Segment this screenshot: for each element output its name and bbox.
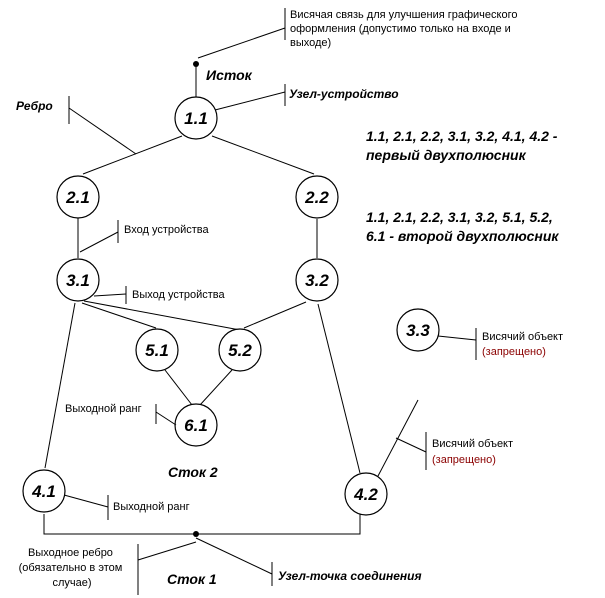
node-label-3.2: 3.2 bbox=[305, 271, 329, 290]
node-3.1: 3.1 bbox=[56, 258, 100, 302]
nodes: 1.1 2.1 2.2 3.1 3.2 3.3 5.1 5.2 bbox=[22, 96, 440, 516]
label-device-input: Вход устройства bbox=[124, 224, 209, 236]
edge-1.1-2.2 bbox=[211, 135, 315, 175]
label-source: Исток bbox=[206, 67, 253, 83]
note-output-edge-line-2: (обязательно в этом bbox=[19, 562, 123, 574]
edge-4.1-4.2-sink1 bbox=[43, 514, 361, 535]
note-dangling-link: Висячая связь для улучшения графического… bbox=[290, 9, 521, 49]
note-output-edge-line-3: случае) bbox=[52, 577, 91, 589]
label-edge: Ребро bbox=[16, 99, 53, 113]
edge-3.1-5.1 bbox=[81, 302, 157, 329]
node-2.1: 2.1 bbox=[56, 175, 100, 219]
node-label-4.1: 4.1 bbox=[31, 482, 56, 501]
sink-junction-point bbox=[193, 531, 199, 537]
note-output-edge-line-1: Выходное ребро bbox=[28, 547, 113, 559]
label-forbidden-2: (запрещено) bbox=[432, 454, 496, 466]
edge-3.1-5.2 bbox=[83, 300, 241, 331]
note-output-edge: Выходное ребро (обязательно в этом случа… bbox=[19, 547, 126, 589]
label-output-rank-2: Выходной ранг bbox=[113, 501, 190, 513]
annotation-leaders bbox=[63, 8, 477, 595]
edges bbox=[43, 64, 419, 535]
node-4.1: 4.1 bbox=[22, 469, 66, 513]
info-second-line-1: 1.1, 2.1, 2.2, 3.1, 3.2, 5.1, 5.2, bbox=[366, 209, 553, 225]
annotations: Висячая связь для улучшения графического… bbox=[16, 9, 563, 589]
note-dangling-link-line-1: Висячая связь для улучшения графического bbox=[290, 9, 517, 21]
edge-5.2-6.1 bbox=[199, 369, 233, 406]
label-junction-node: Узел-точка соединения bbox=[278, 569, 422, 583]
node-label-5.1: 5.1 bbox=[145, 341, 169, 360]
node-label-4.2: 4.2 bbox=[353, 485, 378, 504]
info-first-line-2: первый двухполюсник bbox=[366, 147, 527, 163]
edge-3.1-4.1 bbox=[44, 302, 76, 469]
note-dangling-link-line-2: оформления (допустимо только на входе и bbox=[290, 23, 511, 35]
node-label-3.1: 3.1 bbox=[66, 271, 90, 290]
node-label-1.1: 1.1 bbox=[184, 109, 208, 128]
node-6.1: 6.1 bbox=[174, 403, 218, 447]
node-label-6.1: 6.1 bbox=[184, 416, 208, 435]
node-5.2: 5.2 bbox=[218, 328, 262, 372]
source-junction-point bbox=[193, 61, 199, 67]
label-device-node: Узел-устройство bbox=[289, 87, 399, 101]
node-1.1: 1.1 bbox=[174, 96, 218, 140]
node-label-2.2: 2.2 bbox=[304, 188, 329, 207]
edge-3.2-4.2 bbox=[317, 303, 361, 474]
info-second-line-2: 6.1 - второй двухполюсник bbox=[366, 228, 559, 244]
label-sink-1: Сток 1 bbox=[167, 571, 217, 587]
node-5.1: 5.1 bbox=[135, 328, 179, 372]
node-4.2: 4.2 bbox=[344, 472, 388, 516]
label-device-output: Выход устройства bbox=[132, 289, 226, 301]
note-dangling-link-line-3: выходе) bbox=[290, 37, 331, 49]
label-sink-2: Сток 2 bbox=[168, 464, 218, 480]
label-output-rank-1: Выходной ранг bbox=[65, 403, 142, 415]
edge-dangling-4.2 bbox=[377, 399, 419, 477]
node-label-3.3: 3.3 bbox=[406, 321, 430, 340]
info-first-line-1: 1.1, 2.1, 2.2, 3.1, 3.2, 4.1, 4.2 - bbox=[366, 128, 558, 144]
edge-3.2-5.2 bbox=[243, 301, 307, 329]
edge-5.1-6.1 bbox=[164, 369, 193, 406]
edge-1.1-2.1 bbox=[82, 135, 183, 175]
node-label-5.2: 5.2 bbox=[228, 341, 252, 360]
label-forbidden-1: (запрещено) bbox=[482, 346, 546, 358]
node-label-2.1: 2.1 bbox=[65, 188, 90, 207]
node-3.3: 3.3 bbox=[396, 308, 440, 352]
node-3.2: 3.2 bbox=[295, 258, 339, 302]
label-dangling-object-2: Висячий объект bbox=[432, 438, 513, 450]
label-dangling-object-1: Висячий объект bbox=[482, 331, 563, 343]
node-2.2: 2.2 bbox=[295, 175, 339, 219]
